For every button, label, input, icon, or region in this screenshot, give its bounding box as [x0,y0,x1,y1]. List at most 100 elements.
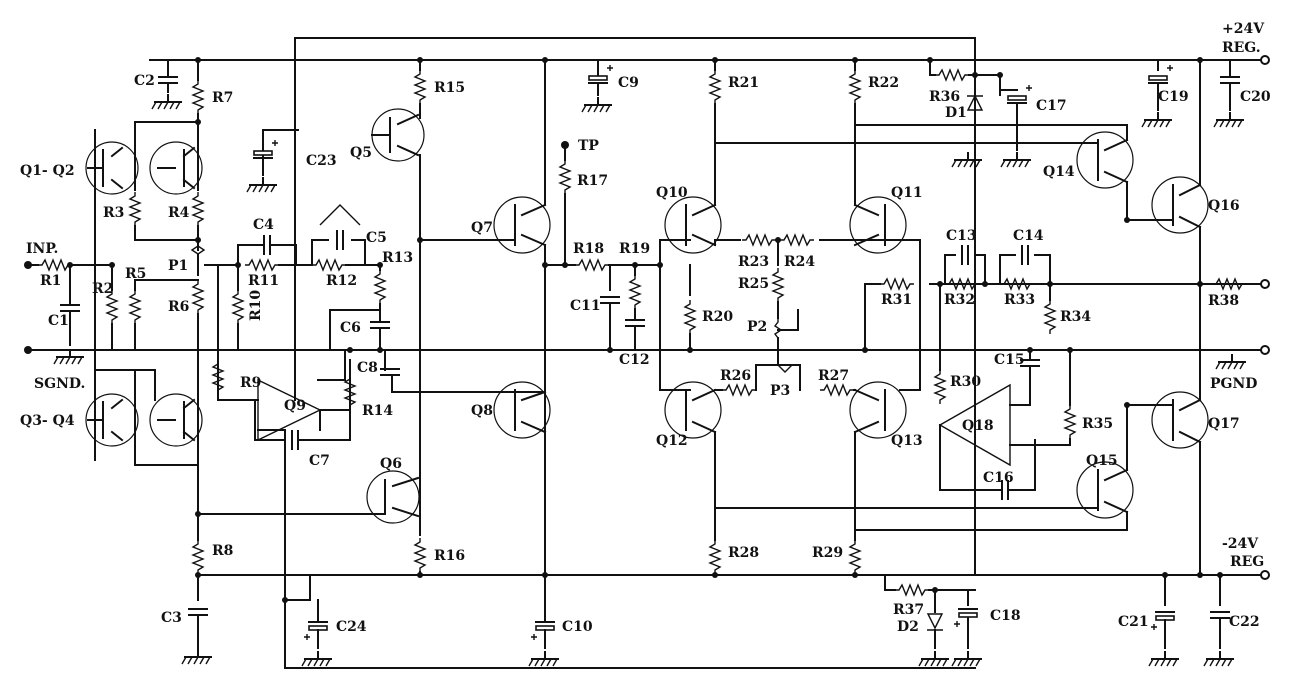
label-q15: Q15 [1086,453,1118,469]
transistor-q16 [1126,59,1209,285]
label-c7: C7 [309,453,330,469]
junction-dots [67,57,1223,603]
label-c5: C5 [366,230,387,246]
label-q10: Q10 [656,185,688,201]
label-r3: R3 [103,205,124,221]
label-q6: Q6 [380,456,402,472]
label-c3: C3 [161,610,182,626]
tp-label: TP [578,138,599,154]
component-labels: R1 R2 R3 R4 R5 R6 R7 R8 R9 R10 R11 R12 R… [40,73,1271,635]
opamp-q18 [934,245,1076,500]
label-c16: C16 [983,470,1014,486]
label-r8: R8 [212,543,233,559]
pgnd-label: PGND [1210,376,1257,392]
label-q12: Q12 [656,433,688,449]
label-q7: Q7 [471,220,493,236]
label-r31: R31 [881,292,912,308]
label-r20: R20 [702,309,733,325]
label-r25: R25 [738,276,769,292]
inp-label: INP. [26,241,58,257]
label-r5: R5 [125,266,146,282]
label-p2: P2 [747,319,767,335]
label-r10: R10 [248,290,264,321]
label-r9: R9 [240,375,261,391]
top-feedback-wire [294,37,976,576]
vplus-label: +24V [1222,21,1265,37]
transistor-q6 [197,470,426,576]
label-r2: R2 [92,281,113,297]
transistor-q7 [419,59,551,576]
label-c10: C10 [562,619,593,635]
vminus-reg-label: REG [1230,554,1264,570]
label-r12: R12 [326,273,357,289]
label-r38: R38 [1208,293,1239,309]
c9-c10 [284,59,614,667]
transistor-q15 [714,404,1134,531]
label-r33: R33 [1004,292,1035,308]
label-c15: C15 [994,352,1025,368]
label-r24: R24 [784,254,815,270]
label-r29: R29 [812,545,843,561]
node-labels: +24V REG. -24V REG INP. SGND. PGND TP Q1… [20,21,1265,570]
label-c23: C23 [306,153,337,169]
positive-rail [149,55,1270,65]
label-c11: C11 [570,298,601,314]
label-r19: R19 [619,241,650,257]
label-d1: D1 [945,105,967,121]
label-r36: R36 [929,89,960,105]
label-q9: Q9 [284,398,306,414]
q3-q4-label: Q3- Q4 [20,413,75,429]
supply-decoupling [1141,59,1246,667]
transistor-q13 [849,381,907,576]
transistor-q10 [664,59,741,254]
transistor-q8 [419,381,551,439]
label-q5: Q5 [350,145,372,161]
label-r4: R4 [168,205,190,221]
label-r35: R35 [1082,416,1113,432]
label-r37: R37 [893,602,924,618]
label-r13: R13 [382,250,413,266]
d2-r37 [884,574,982,667]
label-r18: R18 [573,241,604,257]
transistor-q11 [819,59,921,391]
label-c21: C21 [1118,614,1149,630]
label-r32: R32 [944,292,975,308]
label-c4: C4 [253,217,274,233]
transistor-q5 [371,59,426,531]
label-r1: R1 [40,273,61,289]
bias-column [151,59,212,665]
tp-network [544,141,696,391]
label-c17: C17 [1036,98,1067,114]
label-c9: C9 [618,75,639,91]
label-q14: Q14 [1043,164,1075,180]
label-r11: R11 [248,273,279,289]
q1-q2-label: Q1- Q2 [20,163,75,179]
label-p1: P1 [168,258,188,274]
label-d2: D2 [897,619,919,635]
ground-line [24,345,1270,355]
label-r6: R6 [168,299,189,315]
label-r17: R17 [577,173,608,189]
transistor-q1-q2 [85,121,204,241]
transistor-q3-q4 [85,369,203,466]
label-q8: Q8 [471,403,493,419]
label-c1: C1 [48,313,69,329]
label-r30: R30 [950,374,981,390]
label-r7: R7 [212,90,233,106]
label-r28: R28 [728,545,759,561]
label-c19: C19 [1158,89,1189,105]
label-r22: R22 [868,75,899,91]
label-c13: C13 [946,228,977,244]
negative-rail [197,570,1270,580]
transistor-q14 [714,124,1134,221]
label-c8: C8 [357,360,378,376]
voltage-amp-stage [204,129,546,450]
vplus-reg-label: REG. [1222,40,1261,56]
transistor-q12 [664,381,723,576]
label-c18: C18 [990,608,1021,624]
label-c12: C12 [619,352,650,368]
label-r16: R16 [434,548,465,564]
label-q18: Q18 [962,418,994,434]
label-c2: C2 [134,73,155,89]
label-c6: C6 [340,320,361,336]
